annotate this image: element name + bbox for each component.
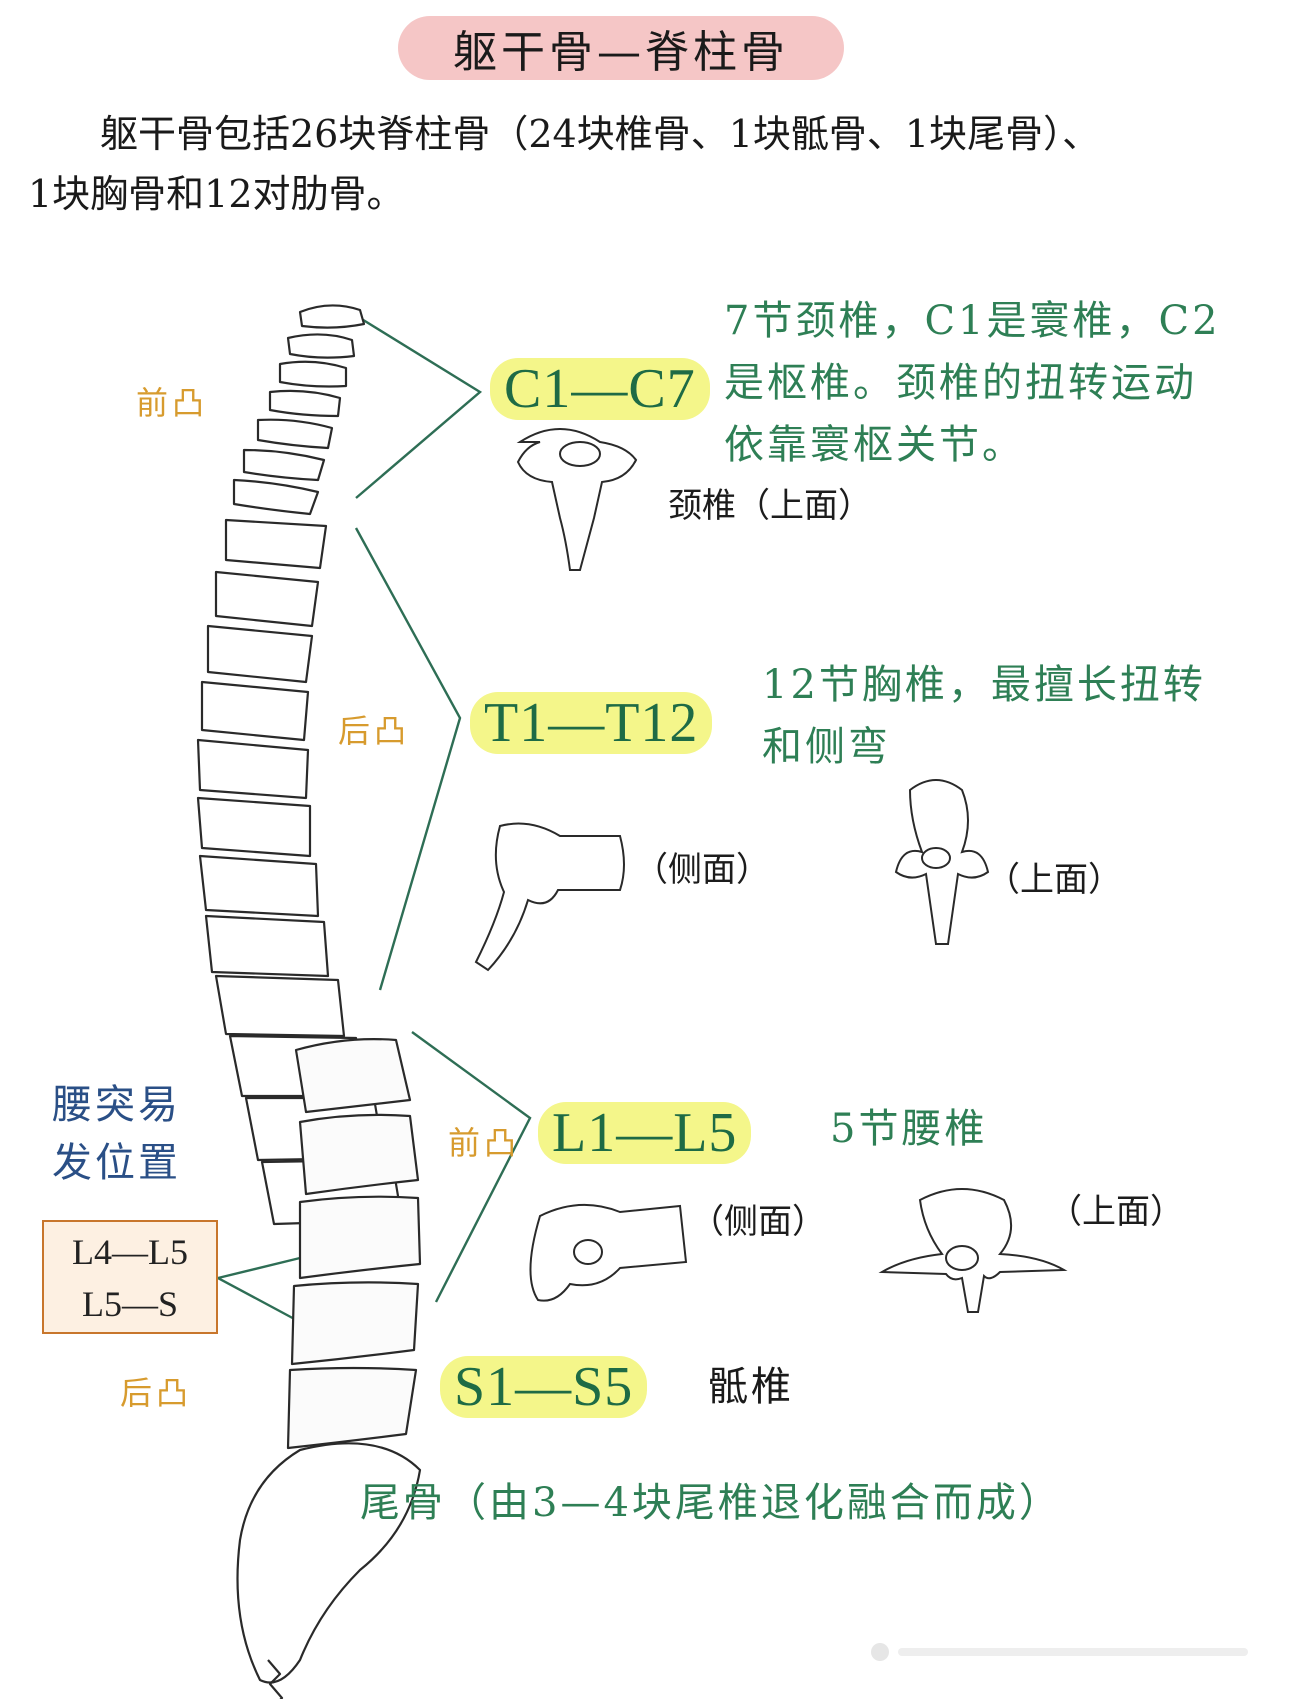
spine-illustration: [196, 304, 422, 1699]
cervical-top-view-icon: [516, 428, 638, 571]
intro-line-1: 躯干骨包括26块脊柱骨（24块椎骨、1块骶骨、1块尾骨）、: [100, 112, 1101, 156]
lumbar-vertebrae: [286, 1038, 422, 1450]
lumbar-side-view-icon: [529, 1203, 688, 1302]
page-title: 躯干骨—脊柱骨: [398, 16, 844, 80]
intro-line-2: 1块胸骨和12对肋骨。: [28, 172, 405, 216]
thoracic-top-view-icon: [894, 779, 990, 945]
thoracic-label: T1—T12: [470, 692, 713, 754]
thoracic-description: 12节胸椎，最擅长扭转 和侧弯: [762, 662, 1206, 770]
connector-lines: [214, 316, 532, 1324]
lumbar-side-view-caption: （侧面）: [690, 1202, 826, 1242]
thoracic-side-view-icon: [474, 822, 625, 972]
cervical-label: C1—C7: [490, 358, 710, 420]
lumbar-label: L1—L5: [538, 1102, 752, 1164]
lumbar-top-view-caption: （上面）: [1048, 1192, 1184, 1232]
lumbar-top-view-icon: [878, 1188, 1068, 1313]
curvature-thoracic: 后凸: [338, 712, 411, 750]
sacral-label: S1—S5: [440, 1356, 648, 1418]
thoracic-side-view-caption: （侧面）: [634, 850, 770, 890]
intro-text: 躯干骨包括26块脊柱骨（24块椎骨、1块骶骨、1块尾骨）、 1块胸骨和12对肋骨…: [28, 104, 1278, 224]
hernia-note: 腰突易 发位置: [52, 1082, 181, 1186]
watermark-bar: [868, 1640, 1248, 1666]
curvature-cervical: 前凸: [136, 384, 209, 422]
curvature-lumbar: 前凸: [448, 1124, 521, 1162]
lumbar-bracket: [411, 1031, 532, 1303]
curvature-sacral: 后凸: [120, 1374, 193, 1412]
lumbar-description: 5节腰椎: [830, 1106, 988, 1152]
cervical-description: 7节颈椎，C1是寰椎，C2 是枢椎。颈椎的扭转运动 依靠寰枢关节。: [724, 298, 1221, 468]
coccyx-description: 尾骨（由3—4块尾椎退化融合而成）: [360, 1480, 1062, 1526]
hernia-pointer: [214, 1256, 301, 1324]
hernia-position-box: L4—L5 L5—S: [42, 1220, 218, 1334]
cervical-vertebrae: [232, 304, 366, 516]
sacrum-coccyx: [236, 1442, 422, 1699]
vertebra-sketches: [474, 428, 1068, 1313]
cervical-top-view-caption: 颈椎（上面）: [668, 486, 872, 526]
thoracic-top-view-caption: （上面）: [986, 860, 1122, 900]
cervical-bracket: [355, 316, 483, 499]
sacral-description: 骶椎: [708, 1364, 794, 1410]
thoracic-bracket: [354, 527, 462, 991]
